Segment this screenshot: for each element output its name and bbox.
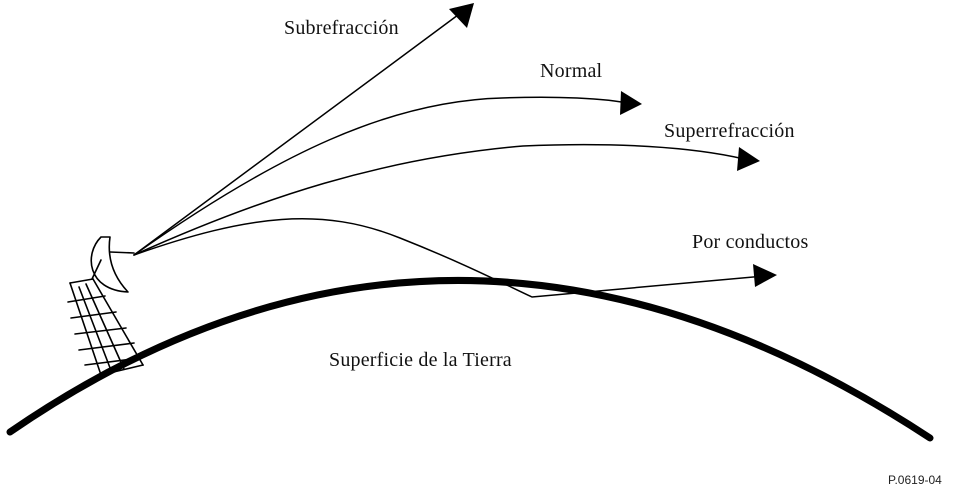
ray-normal: [133, 96, 633, 256]
label-normal: Normal: [540, 60, 603, 82]
ray-subrefraccion: [133, 11, 463, 256]
ray-superrefraccion: [133, 143, 745, 256]
antenna-tower: [67, 236, 144, 376]
tower-frame-left: [69, 282, 102, 376]
antenna-feed: [109, 251, 135, 254]
figure-identifier: P.0619-04: [888, 473, 942, 487]
arrowhead-por-conductos: [753, 264, 777, 287]
label-superrefraccion: Superrefracción: [664, 120, 795, 142]
ray-por-conductos: [133, 218, 765, 298]
label-por-conductos: Por conductos: [692, 231, 809, 253]
tower-brace-5: [84, 357, 141, 366]
tower-frame-top: [69, 278, 94, 284]
arrowhead-normal: [620, 91, 642, 115]
label-subrefraccion: Subrefracción: [284, 17, 399, 39]
tower-brace-1: [67, 295, 106, 303]
tower-brace-3: [74, 327, 127, 335]
tower-brace-4: [78, 342, 135, 351]
arrowhead-subrefraccion: [449, 3, 474, 28]
label-superficie: Superficie de la Tierra: [329, 349, 512, 371]
tower-base: [100, 364, 144, 376]
ray-paths: [133, 11, 765, 298]
earth-surface-curve: [6, 277, 934, 442]
tower-frame-right: [92, 278, 144, 366]
tower-inner-1: [78, 286, 113, 374]
antenna-dish: [90, 236, 129, 293]
tower-antenna-arm: [91, 259, 102, 280]
tower-inner-2: [85, 283, 125, 370]
arrowhead-superrefraccion: [737, 147, 760, 171]
tower-brace-2: [70, 311, 117, 319]
ray-arrowheads: [449, 3, 777, 287]
